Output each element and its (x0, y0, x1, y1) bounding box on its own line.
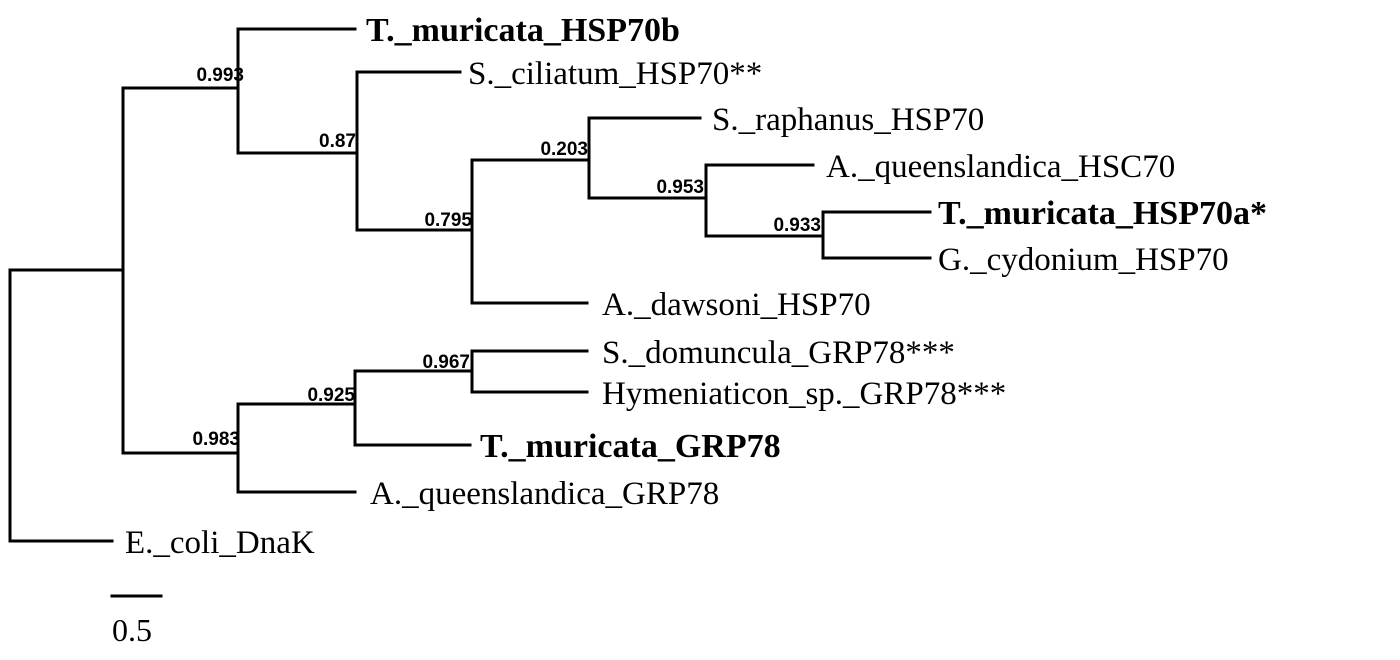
leaf-label: S._domuncula_GRP78*** (602, 335, 955, 371)
leaf-label: E._coli_DnaK (125, 525, 315, 561)
support-value: 0.933 (773, 215, 821, 236)
leaf-label: T._muricata_HSP70a* (938, 195, 1267, 232)
leaf-label: S._ciliatum_HSP70** (468, 56, 762, 92)
leaf-label: G._cydonium_HSP70 (938, 242, 1229, 278)
leaf-label: A._queenslandica_GRP78 (370, 476, 719, 512)
leaf-label: T._muricata_HSP70b (366, 12, 680, 49)
support-value: 0.203 (540, 139, 588, 160)
support-value: 0.983 (192, 429, 240, 450)
support-value: 0.993 (196, 65, 244, 86)
leaf-label: Hymeniaticon_sp._GRP78*** (602, 376, 1006, 412)
leaf-label: T._muricata_GRP78 (480, 428, 781, 465)
support-value: 0.967 (422, 352, 470, 373)
support-value: 0.87 (319, 131, 356, 152)
leaf-label: A._dawsoni_HSP70 (602, 287, 871, 323)
support-value: 0.953 (656, 177, 704, 198)
scale-bar-label: 0.5 (112, 612, 152, 648)
leaf-label: S._raphanus_HSP70 (712, 102, 984, 138)
support-value: 0.925 (307, 385, 355, 406)
leaf-label: A._queenslandica_HSC70 (826, 149, 1175, 185)
support-value: 0.795 (424, 210, 472, 231)
